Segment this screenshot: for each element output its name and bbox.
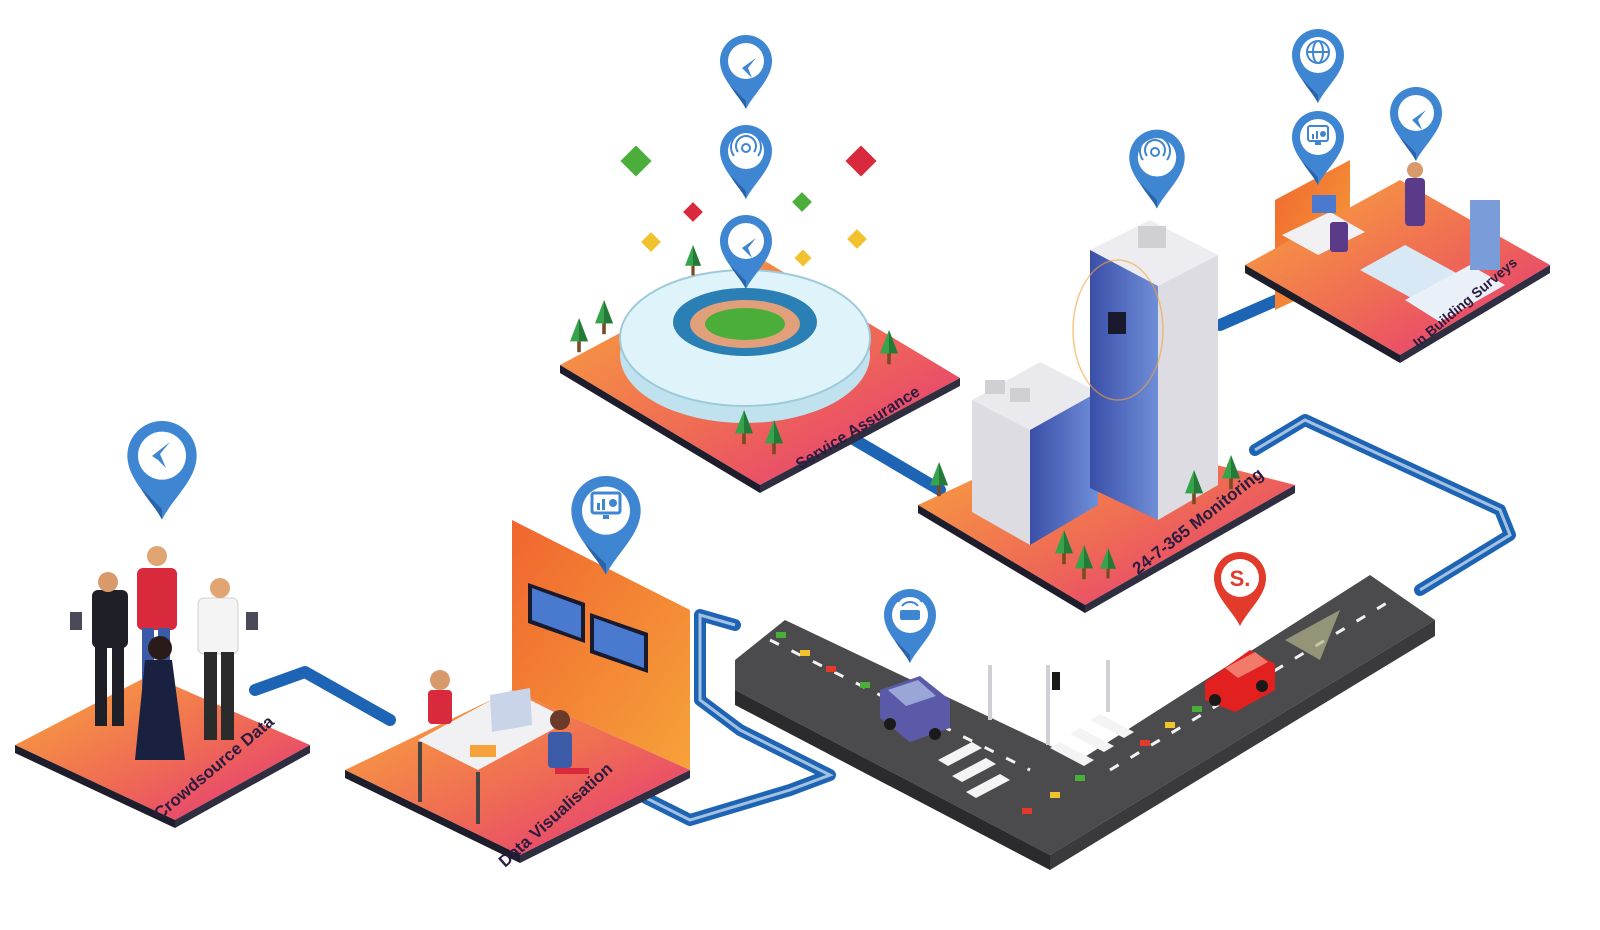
pin-monitoring[interactable]: [1129, 129, 1185, 209]
hummingbird-icon: [152, 442, 170, 468]
blue-car: [880, 676, 950, 742]
car-signal-icon: [897, 594, 923, 620]
pin-road-brand[interactable]: S.: [1214, 552, 1266, 626]
tall-building: [1072, 220, 1218, 520]
signal-broadcast-icon: [1139, 135, 1171, 161]
pin-crowdsource[interactable]: [127, 421, 197, 520]
platform-inbuilding: In Building Surveys: [1245, 160, 1550, 363]
pin-inbuilding-monitor[interactable]: [1292, 111, 1344, 185]
office-desk: [418, 670, 589, 824]
pin-service-2[interactable]: [720, 125, 772, 199]
brand-s-icon: S.: [1230, 566, 1251, 591]
road-markers: [776, 632, 1202, 814]
dashboard-monitor-icon: [1307, 125, 1329, 145]
pin-service-3[interactable]: [720, 215, 772, 289]
hummingbird-icon: [1412, 110, 1426, 130]
short-building: [972, 362, 1098, 545]
platform-service: Service Assurance: [560, 245, 960, 493]
stadium: [619, 269, 871, 423]
street-lights: [988, 660, 1110, 745]
hummingbird-icon: [742, 238, 756, 258]
pin-service-1[interactable]: [720, 35, 772, 109]
crosswalk: [938, 714, 1134, 798]
platform-visualisation: Data Visualisation: [345, 520, 690, 871]
pin-inbuilding-globe[interactable]: [1292, 29, 1344, 103]
platform-monitoring: 24-7-365 Monitoring: [918, 220, 1295, 613]
pin-road-car[interactable]: [884, 589, 936, 663]
signal-beam: [1285, 610, 1340, 660]
people-group: [70, 546, 258, 760]
signal-broadcast-icon: [730, 131, 762, 157]
pin-inbuilding-bird[interactable]: [1390, 87, 1442, 161]
road: [735, 575, 1435, 870]
wall-monitors: [528, 583, 648, 673]
hummingbird-icon: [742, 58, 756, 78]
globe-icon: [1306, 40, 1330, 64]
dashboard-monitor-icon: [590, 491, 622, 519]
traffic-light: [1052, 672, 1060, 690]
office-furniture: [1282, 162, 1505, 322]
red-car: [1205, 650, 1275, 712]
pin-visualisation[interactable]: [571, 476, 641, 575]
